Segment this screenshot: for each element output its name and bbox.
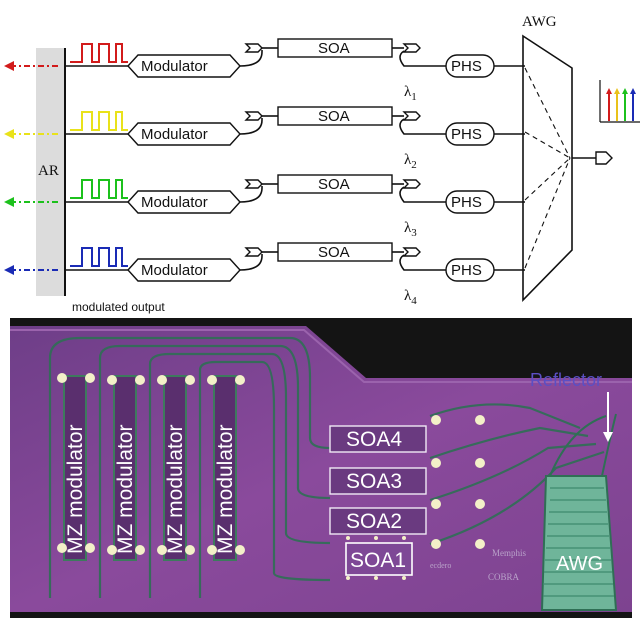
modulator-label-4: Modulator	[141, 262, 208, 279]
soa-to-phs-wire-2	[399, 118, 446, 135]
channel-row-4: Modulator SOA PHS λ4	[4, 242, 525, 307]
svg-text:COBRA: COBRA	[488, 572, 520, 582]
phs-label-1: PHS	[451, 58, 482, 75]
phs-label-2: PHS	[451, 126, 482, 143]
awg-output-coupler	[595, 151, 613, 165]
spectrum-inset	[599, 80, 640, 123]
channel-row-3: Modulator SOA PHS λ3	[4, 174, 525, 239]
output-arrow-2	[4, 129, 14, 139]
mz-strip-2	[113, 375, 137, 561]
soa-left-coupler-1	[244, 43, 263, 53]
soa3-box	[329, 467, 427, 495]
pulse-train-1	[70, 43, 128, 63]
chip-photo: MZ modulator MZ modulator MZ modulator M…	[10, 318, 632, 618]
soa-label-2: SOA	[318, 108, 350, 125]
chip-edge	[10, 329, 632, 383]
soa3-label: SOA3	[346, 470, 402, 493]
awg-fan-lines	[524, 67, 571, 269]
pulse-train-3	[70, 179, 128, 199]
soa2-box	[329, 507, 427, 535]
output-arrow-3	[4, 197, 14, 207]
soa-left-coupler-3	[244, 179, 263, 189]
soa-sections	[329, 425, 427, 576]
soa-label-4: SOA	[318, 244, 350, 261]
mz-pads	[57, 373, 245, 555]
mod-to-soa-wire-3	[239, 186, 263, 203]
phs-label-3: PHS	[451, 194, 482, 211]
mz-strip-1	[63, 375, 87, 561]
soa-right-coupler-4	[402, 247, 421, 257]
phs-label-4: PHS	[451, 262, 482, 279]
mod-to-soa-wire-4	[239, 254, 263, 271]
modulated-output-label: modulated output	[72, 300, 165, 314]
mod-to-soa-wire-2	[239, 118, 263, 135]
soa2-label: SOA2	[346, 510, 402, 533]
soa-to-phs-wire-3	[399, 186, 446, 203]
wavelength-label-3: λ3	[404, 220, 417, 239]
ar-label: AR	[38, 163, 59, 179]
pulse-train-2	[70, 111, 128, 131]
soa-right-coupler-1	[402, 43, 421, 53]
mod-to-soa-wire-1	[239, 50, 263, 67]
reflector-arrow-head	[603, 432, 613, 442]
chip-awg-label: AWG	[556, 553, 603, 575]
mz-label-3: MZ modulator	[164, 424, 187, 554]
modulator-label-3: Modulator	[141, 194, 208, 211]
mz-strip-4	[213, 375, 237, 561]
output-arrow-1	[4, 61, 14, 71]
soa4-box	[329, 425, 427, 453]
ar-coating	[36, 48, 65, 296]
svg-text:ecdero: ecdero	[430, 561, 451, 570]
modulator-label-1: Modulator	[141, 58, 208, 75]
wavelength-label-2: λ2	[404, 152, 417, 171]
mz-modulators	[63, 375, 237, 561]
soa-label-3: SOA	[318, 176, 350, 193]
soa-pads	[346, 415, 485, 580]
output-arrow-4	[4, 265, 14, 275]
soa-to-phs-wire-1	[399, 50, 446, 67]
soa-left-coupler-2	[244, 111, 263, 121]
soa-right-coupler-2	[402, 111, 421, 121]
awg-title: AWG	[522, 14, 557, 30]
soa1-box	[345, 542, 413, 576]
soa4-label: SOA4	[346, 428, 402, 451]
svg-text:Memphis: Memphis	[492, 548, 526, 558]
chip-markings: Memphis COBRA ecdero	[430, 548, 526, 582]
awg-block	[522, 34, 573, 302]
wavelength-label-4: λ4	[404, 288, 417, 307]
channel-row-2: Modulator SOA PHS λ2	[4, 106, 525, 171]
mz-label-2: MZ modulator	[114, 424, 137, 554]
soa-label-1: SOA	[318, 40, 350, 57]
soa-right-coupler-3	[402, 179, 421, 189]
chip-awg	[540, 413, 618, 611]
soa-to-phs-wire-4	[399, 254, 446, 271]
wavelength-label-1: λ1	[404, 84, 417, 103]
mz-label-1: MZ modulator	[64, 424, 87, 554]
reflector-label: Reflector	[530, 370, 602, 390]
laser-schematic: AR modulated output AWG ModulatorSOAPHSλ…	[4, 14, 640, 314]
channel-row-1: Modulator SOA PHS λ1	[4, 38, 525, 103]
mz-label-4: MZ modulator	[214, 424, 237, 554]
modulator-label-2: Modulator	[141, 126, 208, 143]
soa-left-coupler-4	[244, 247, 263, 257]
mz-strip-3	[163, 375, 187, 561]
soa1-label: SOA1	[350, 549, 406, 572]
pulse-train-4	[70, 247, 128, 267]
